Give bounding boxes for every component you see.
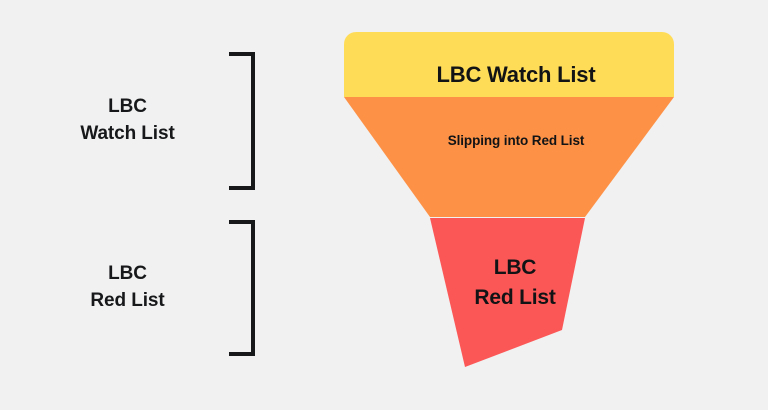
brace-top-arm: [229, 220, 255, 224]
brace-bottom-arm: [229, 186, 255, 190]
funnel-stage-slipping: [344, 97, 674, 217]
funnel-label-red-list: LBC Red List: [474, 256, 556, 310]
brace-vertical-bar: [251, 220, 255, 356]
legend-group-watch-list: LBC Watch List: [40, 52, 255, 190]
funnel-diagram: LBC Watch List Slipping into Red List LB…: [330, 20, 700, 390]
right-brace-icon-watch-list: [229, 52, 255, 190]
right-brace-icon-red-list: [229, 220, 255, 356]
legend-label-red-list: LBC Red List: [90, 263, 165, 311]
brace-vertical-bar: [251, 52, 255, 190]
legend-group-red-list: LBC Red List: [40, 220, 255, 356]
legend-label-watch-list: LBC Watch List: [80, 96, 175, 144]
funnel-stage-red-list: [430, 218, 585, 367]
funnel-stage-watch-list: [344, 32, 674, 97]
brace-bottom-arm: [229, 352, 255, 356]
funnel-label-watch-list: LBC Watch List: [436, 62, 596, 87]
funnel-label-slipping: Slipping into Red List: [447, 133, 585, 148]
brace-top-arm: [229, 52, 255, 56]
funnel-shapes: [344, 32, 674, 367]
